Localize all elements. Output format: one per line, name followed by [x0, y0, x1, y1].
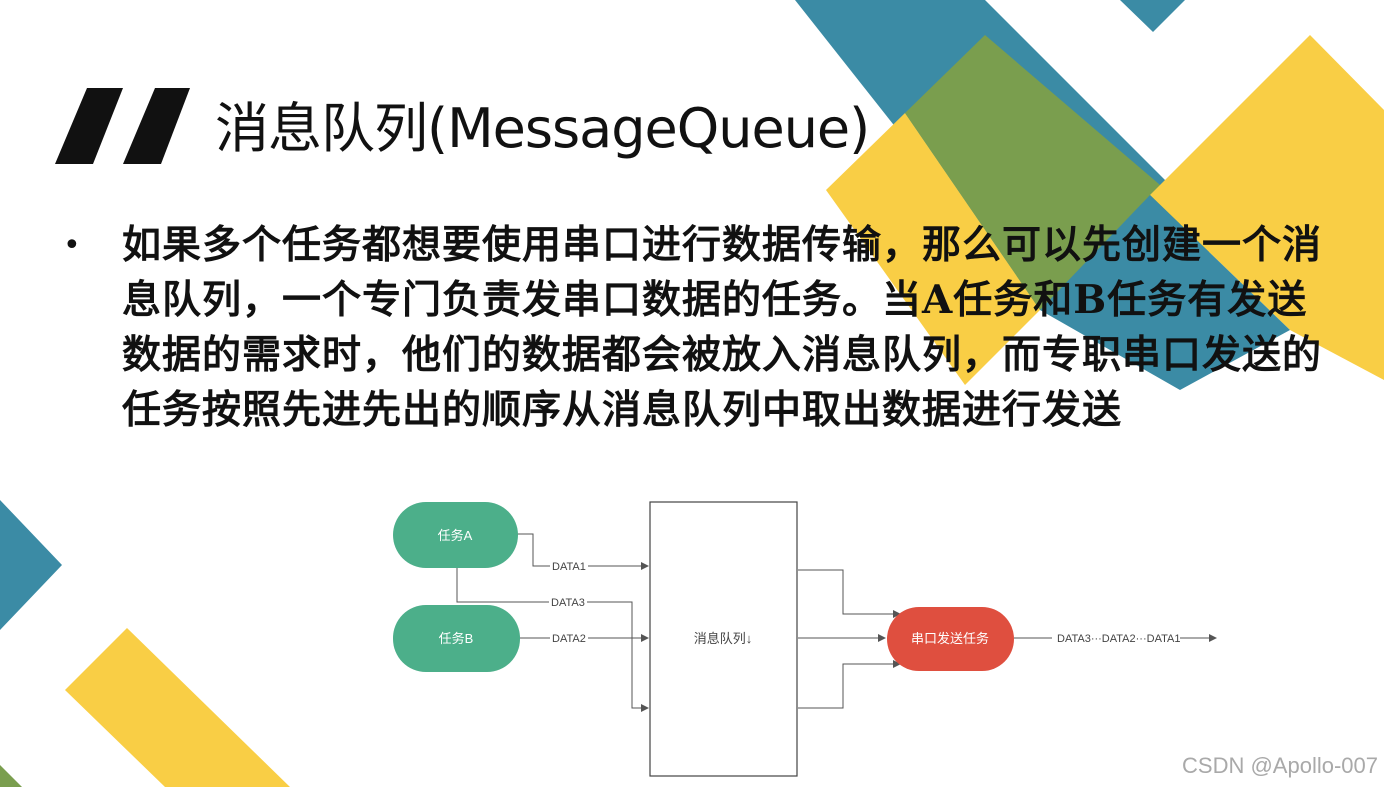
edge-data3	[456, 567, 649, 712]
node-task-a: 任务A	[393, 502, 518, 568]
node-task-b: 任务B	[393, 605, 520, 672]
edge-label-data2: DATA2	[552, 633, 586, 645]
edge-label-data1: DATA1	[552, 561, 586, 573]
deco-yellow-right	[1150, 35, 1384, 380]
edge-queue-top	[798, 569, 901, 618]
message-queue-diagram: DATA1 DATA3 DATA2 DATA3···DATA2···DATA1 …	[393, 501, 1217, 777]
deco-teal-corner	[1120, 0, 1185, 32]
output-label: DATA3···DATA2···DATA1	[1057, 633, 1180, 645]
node-uart-task: 串口发送任务	[887, 607, 1014, 671]
edge-data1	[517, 533, 649, 570]
quote-mark-icon	[55, 88, 190, 164]
connectors	[456, 533, 1217, 712]
bullet-text: 如果多个任务都想要使用串口进行数据传输，那么可以先创建一个消息队列，一个专门负责…	[122, 222, 1323, 433]
deco-teal-diamond	[1040, 195, 1290, 390]
node-task-a-label: 任务A	[438, 528, 473, 543]
deco-teal-left	[0, 500, 62, 630]
edge-label-data3: DATA3	[551, 597, 585, 609]
edge-queue-bottom	[798, 660, 901, 709]
slide-title: 消息队列(MessageQueue)	[215, 97, 870, 160]
node-queue-label: 消息队列↓	[694, 631, 753, 646]
bullet-dot: •	[63, 228, 81, 263]
deco-yellow-bottom	[65, 628, 290, 787]
node-queue: 消息队列↓	[649, 501, 798, 777]
deco-green-bottom	[0, 765, 22, 787]
deco-yellow-left	[826, 113, 1040, 385]
node-task-b-label: 任务B	[439, 631, 474, 646]
node-uart-task-label: 串口发送任务	[911, 631, 989, 646]
watermark: CSDN @Apollo-007	[1182, 753, 1378, 778]
